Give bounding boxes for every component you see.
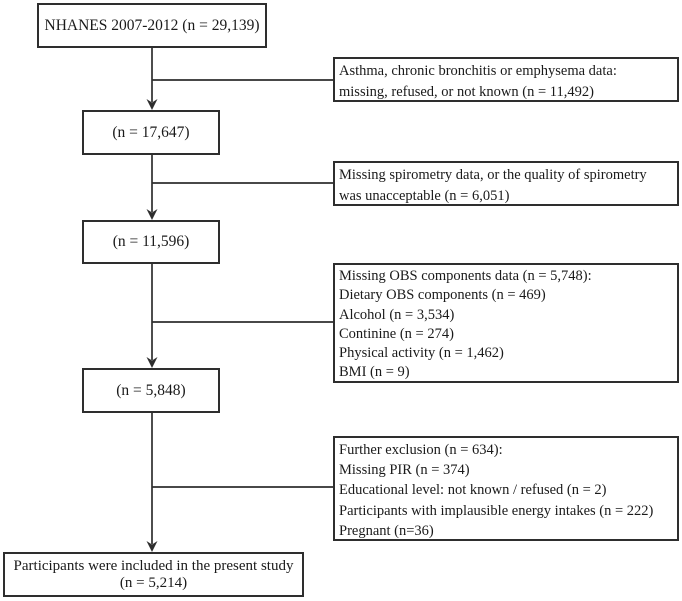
exclusion-4-line-3: Educational level: not known / refused (… bbox=[339, 482, 607, 499]
node-after-exclusion-1: (n = 17,647) bbox=[82, 110, 220, 155]
exclusion-box-4: Further exclusion (n = 634): Missing PIR… bbox=[333, 436, 679, 541]
node-after-exclusion-1-label: (n = 17,647) bbox=[112, 123, 190, 141]
exclusion-3-line-6: BMI (n = 9) bbox=[339, 364, 410, 381]
exclusion-3-line-5: Physical activity (n = 1,462) bbox=[339, 345, 504, 362]
exclusion-box-1: Asthma, chronic bronchitis or emphysema … bbox=[333, 57, 679, 102]
exclusion-4-line-4: Participants with implausible energy int… bbox=[339, 502, 654, 519]
node-after-exclusion-3: (n = 5,848) bbox=[82, 368, 220, 413]
exclusion-box-2: Missing spirometry data, or the quality … bbox=[333, 161, 679, 206]
arrowhead-final bbox=[146, 541, 158, 552]
node-start: NHANES 2007-2012 (n = 29,139) bbox=[37, 3, 267, 48]
exclusion-3-line-1: Missing OBS components data (n = 5,748): bbox=[339, 268, 592, 284]
exclusion-2-line-1: Missing spirometry data, or the quality … bbox=[339, 167, 647, 183]
arrowhead-step3 bbox=[146, 357, 158, 368]
exclusion-3-line-3: Alcohol (n = 3,534) bbox=[339, 306, 455, 323]
exclusion-2-line-2: was unacceptable (n = 6,051) bbox=[339, 187, 510, 204]
arrowhead-step2 bbox=[146, 209, 158, 220]
exclusion-3-line-2: Dietary OBS components (n = 469) bbox=[339, 287, 546, 304]
exclusion-4-line-2: Missing PIR (n = 374) bbox=[339, 462, 470, 479]
node-final-line-1: Participants were included in the presen… bbox=[13, 557, 294, 574]
exclusion-4-line-1: Further exclusion (n = 634): bbox=[339, 442, 503, 458]
exclusion-4-line-5: Pregnant (n=36) bbox=[339, 522, 434, 539]
node-after-exclusion-2-label: (n = 11,596) bbox=[112, 233, 190, 250]
exclusion-1-line-1: Asthma, chronic bronchitis or emphysema … bbox=[339, 63, 617, 79]
node-final-line-2: (n = 5,214) bbox=[119, 574, 188, 591]
node-final: Participants were included in the presen… bbox=[3, 552, 304, 597]
exclusion-3-line-4: Continine (n = 274) bbox=[339, 325, 454, 342]
node-after-exclusion-2: (n = 11,596) bbox=[82, 220, 220, 264]
exclusion-box-3: Missing OBS components data (n = 5,748):… bbox=[333, 263, 679, 383]
arrowhead-step1 bbox=[146, 99, 158, 110]
node-start-label: NHANES 2007-2012 (n = 29,139) bbox=[44, 16, 260, 34]
exclusion-1-line-2: missing, refused, or not known (n = 11,4… bbox=[339, 83, 594, 100]
node-after-exclusion-3-label: (n = 5,848) bbox=[116, 381, 186, 399]
